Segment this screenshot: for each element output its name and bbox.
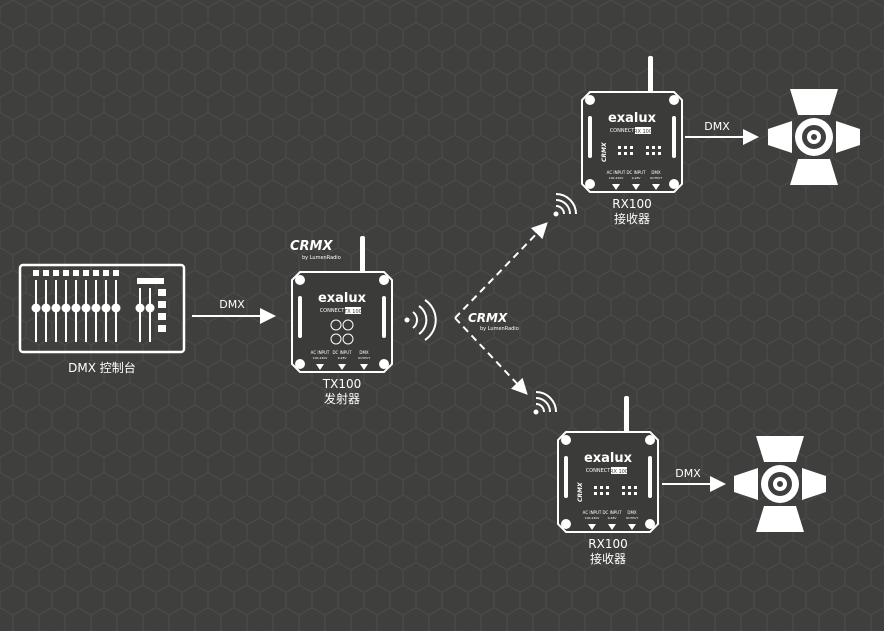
fader-cap (73, 270, 79, 276)
fader-cap (103, 270, 109, 276)
tx-port-dc: DC INPUT (332, 350, 352, 355)
fader-knob (135, 303, 145, 313)
fader-knob (31, 303, 41, 313)
fader-cap (83, 270, 89, 276)
rx1-role: 接收器 (614, 211, 650, 226)
rx1-port-dmx-sub: OUTPUT (650, 176, 662, 180)
fader-knob (61, 303, 71, 313)
rx2-link-label: DMX (675, 467, 701, 480)
fader-knob (41, 303, 51, 313)
rx1-port-ac-sub: 100-240V (609, 176, 625, 180)
dmx-console-icon (18, 263, 186, 354)
fader-track (149, 288, 151, 342)
transmitter: CRMX by LumenRadio exalux CONNECT TX 100… (290, 236, 437, 406)
stage-light-2 (734, 436, 826, 532)
rx2-port-dmx: DMX (627, 510, 637, 515)
rx1-port-dc: DC INPUT (626, 170, 646, 175)
rx2-port-ac: AC INPUT (583, 510, 602, 515)
fader-cap (113, 270, 119, 276)
rx1-port-dc-sub: 9-28V (632, 176, 642, 180)
antenna-icon (360, 236, 365, 276)
tx-port-dmx: DMX (359, 350, 369, 355)
receiver-1-device-icon: exalux CONNECT RX 100 CRMX AC INPUT DC I… (581, 56, 683, 193)
rx1-brand: exalux (608, 111, 657, 126)
receiver-2-signal-icon (533, 391, 557, 415)
crmx-logo-text: CRMX (290, 239, 333, 254)
rx2-series: CONNECT (586, 468, 612, 474)
wireless-logo: CRMX (468, 311, 508, 325)
rx1-link-label: DMX (704, 120, 730, 133)
receiver-2: exalux CONNECT RX 100 CRMX AC INPUT DC I… (557, 396, 659, 566)
rx2-port-dc-sub: 9-28V (608, 516, 618, 520)
fader-knob (51, 303, 61, 313)
rx1-crmx: CRMX (601, 142, 608, 162)
tx-series: CONNECT (320, 308, 346, 314)
console-caption: DMX 控制台 (68, 360, 136, 375)
tx-port-dmx-sub: OUTPUT (358, 356, 370, 360)
fader-cap (43, 270, 49, 276)
crmx-logo: CRMX by LumenRadio (290, 239, 341, 261)
stage-light-1 (768, 89, 860, 185)
rx1-port-dmx: DMX (651, 170, 661, 175)
fader-cap (53, 270, 59, 276)
rx2-model: RX100 (588, 537, 627, 551)
tx-port-ac: AC INPUT (311, 350, 330, 355)
fader-knob (101, 303, 111, 313)
console-link: DMX (192, 298, 276, 324)
fader-knob (81, 303, 91, 313)
dmx-console: DMX 控制台 (18, 263, 186, 375)
receiver-1-signal-icon (553, 193, 577, 217)
fader-knob (71, 303, 81, 313)
crmx-logo-sub: by LumenRadio (302, 255, 341, 261)
wireless-links: CRMX by LumenRadio (454, 222, 548, 395)
antenna-icon (624, 396, 629, 436)
wireless-logo-sub: by LumenRadio (480, 326, 519, 332)
fader-cap (93, 270, 99, 276)
tx-badge: TX 100 (343, 309, 362, 315)
receiver-1: exalux CONNECT RX 100 CRMX AC INPUT DC I… (581, 56, 683, 226)
rx2-badge: RX 100 (610, 469, 628, 475)
stage-light-barn-doors-icon (768, 89, 860, 185)
fader-knob (91, 303, 101, 313)
rx2-port-ac-sub: 100-240V (585, 516, 601, 520)
rx2-crmx: CRMX (577, 482, 584, 502)
tx-brand: exalux (318, 291, 367, 306)
tx-port-ac-sub: 100-240V (313, 356, 329, 360)
transmitter-device-icon: exalux CONNECT TX 100 AC INPUT DC INPUT … (291, 236, 393, 373)
fader-cap (33, 270, 39, 276)
fader-knob (111, 303, 121, 313)
wireless-signal-icon (404, 299, 437, 341)
antenna-icon (648, 56, 653, 96)
fader-track (139, 288, 141, 342)
console-link-label: DMX (219, 298, 245, 311)
rx1-model: RX100 (612, 197, 651, 211)
rx2-port-dmx-sub: OUTPUT (626, 516, 638, 520)
rx1-port-ac: AC INPUT (607, 170, 626, 175)
receiver-1-dmx-link: DMX (685, 120, 759, 145)
tx-role: 发射器 (324, 391, 360, 406)
receiver-2-dmx-link: DMX (662, 467, 726, 492)
fader-knob (145, 303, 155, 313)
stage-light-barn-doors-icon (734, 436, 826, 532)
tx-model: TX100 (322, 377, 361, 391)
rx1-series: CONNECT (610, 128, 636, 134)
rx2-port-dc: DC INPUT (602, 510, 622, 515)
fader-cap (63, 270, 69, 276)
receiver-2-device-icon: exalux CONNECT RX 100 CRMX AC INPUT DC I… (557, 396, 659, 533)
rx1-badge: RX 100 (634, 129, 652, 135)
rx2-brand: exalux (584, 451, 633, 466)
tx-port-dc-sub: 9-28V (338, 356, 348, 360)
rx2-role: 接收器 (590, 551, 626, 566)
